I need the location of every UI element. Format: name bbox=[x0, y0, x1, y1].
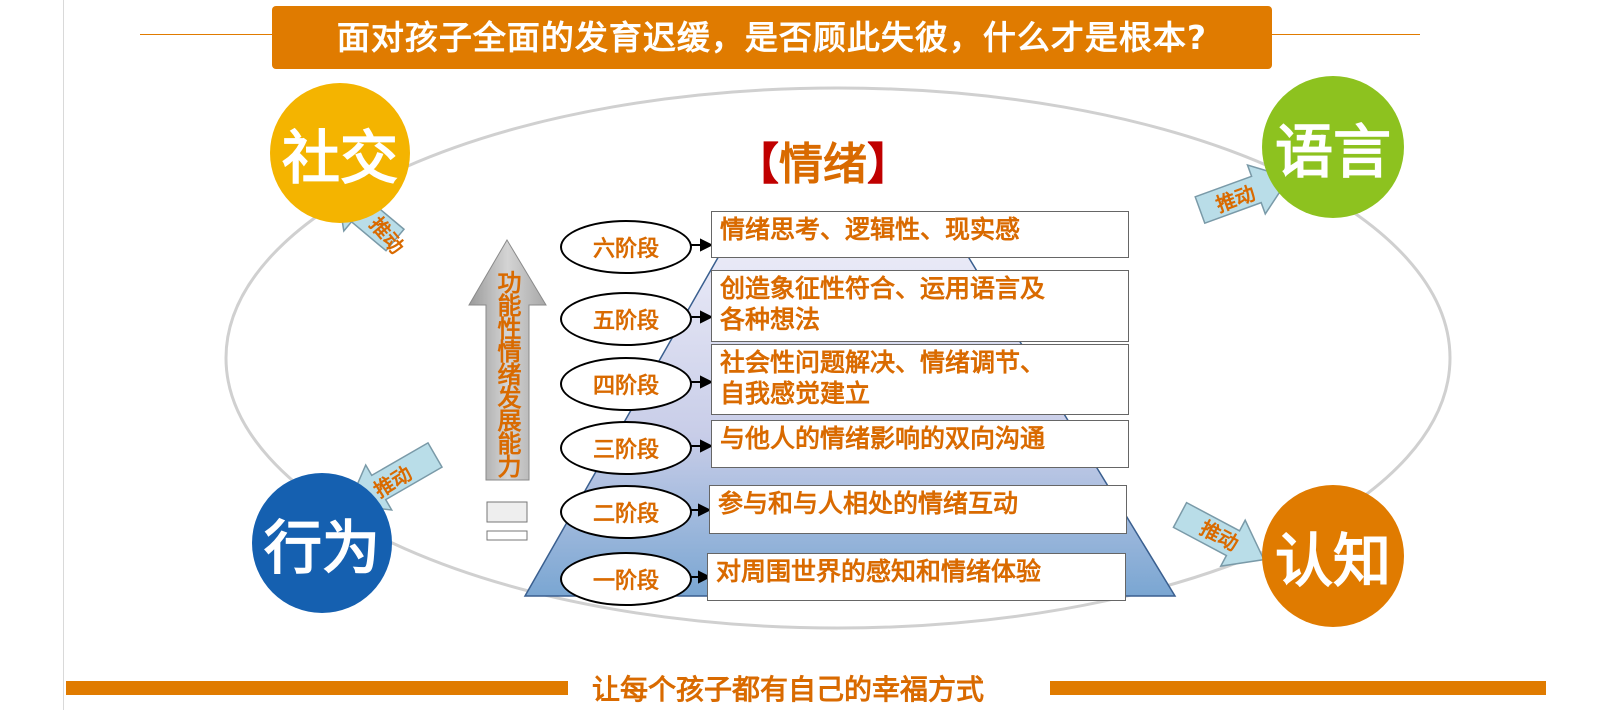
center-title: 【情绪】 bbox=[735, 128, 911, 192]
footer-slogan: 让每个孩子都有自己的幸福方式 bbox=[592, 673, 985, 706]
stage-5-desc: 创造象征性符合、运用语言及各种想法 bbox=[711, 270, 1129, 342]
stage-1-desc: 对周围世界的感知和情绪体验 bbox=[707, 553, 1126, 601]
outer-ellipse bbox=[224, 86, 1452, 630]
stage-5-label: 五阶段 bbox=[592, 309, 659, 334]
stage-3-desc: 与他人的情绪影响的双向沟通 bbox=[711, 420, 1129, 468]
title-line-left bbox=[140, 34, 275, 35]
circle-social: 社交 bbox=[270, 83, 410, 223]
stage-6: 六阶段 bbox=[560, 220, 692, 274]
circle-behavior-label: 行为 bbox=[263, 514, 380, 582]
stage-5-desc-line1: 创造象征性符合、运用语言及 bbox=[720, 274, 1046, 303]
stage-1: 一阶段 bbox=[560, 552, 692, 606]
title-line-right bbox=[1270, 34, 1420, 35]
stage-4-desc: 社会性问题解决、情绪调节、自我感觉建立 bbox=[711, 344, 1129, 415]
stage-4-desc-line2: 自我感觉建立 bbox=[720, 379, 871, 408]
stage-2-desc: 参与和与人相处的情绪互动 bbox=[709, 485, 1127, 534]
circle-language: 语言 bbox=[1262, 76, 1404, 218]
stage-6-label: 六阶段 bbox=[592, 237, 659, 262]
stage-4: 四阶段 bbox=[560, 357, 692, 411]
stage-3-desc-text: 与他人的情绪影响的双向沟通 bbox=[720, 424, 1046, 453]
circle-cognition-label: 认知 bbox=[1274, 527, 1391, 595]
circle-cognition: 认知 bbox=[1262, 485, 1404, 627]
arrow-tail-block-1 bbox=[486, 501, 528, 523]
arrow-tail-block-2 bbox=[486, 530, 528, 541]
center-title-open: 【 bbox=[735, 139, 779, 190]
footer-bar-left bbox=[66, 681, 568, 695]
stage-1-label: 一阶段 bbox=[592, 569, 659, 594]
stage-2: 二阶段 bbox=[560, 485, 692, 539]
stage-6-desc-text: 情绪思考、逻辑性、现实感 bbox=[720, 215, 1021, 244]
stage-4-desc-line1: 社会性问题解决、情绪调节、 bbox=[720, 348, 1046, 377]
stage-4-label: 四阶段 bbox=[592, 374, 659, 399]
circle-language-label: 语言 bbox=[1274, 118, 1391, 186]
push-arrow-language bbox=[1194, 163, 1291, 225]
stage-2-label: 二阶段 bbox=[592, 502, 659, 527]
stage-5-desc-line2: 各种想法 bbox=[720, 305, 821, 334]
stage-1-desc-text: 对周围世界的感知和情绪体验 bbox=[716, 557, 1042, 586]
stage-3: 三阶段 bbox=[560, 421, 692, 475]
vertical-axis-label: 功能性情绪发展能力 bbox=[493, 270, 521, 477]
stage-5: 五阶段 bbox=[560, 292, 692, 346]
center-title-main: 情绪 bbox=[779, 139, 867, 190]
page-title: 面对孩子全面的发育迟缓，是否顾此失彼，什么才是根本? bbox=[272, 6, 1272, 69]
circle-social-label: 社交 bbox=[281, 124, 398, 192]
footer-bar-right bbox=[1050, 681, 1546, 695]
stage-2-desc-text: 参与和与人相处的情绪互动 bbox=[718, 489, 1019, 518]
push-arrow-cognition bbox=[1172, 501, 1265, 568]
circle-behavior: 行为 bbox=[252, 473, 392, 613]
center-title-close: 】 bbox=[867, 139, 911, 190]
left-margin-rule bbox=[63, 0, 64, 710]
stage-3-label: 三阶段 bbox=[592, 438, 659, 463]
stage-6-desc: 情绪思考、逻辑性、现实感 bbox=[711, 211, 1129, 258]
up-arrow-shape bbox=[468, 239, 547, 481]
